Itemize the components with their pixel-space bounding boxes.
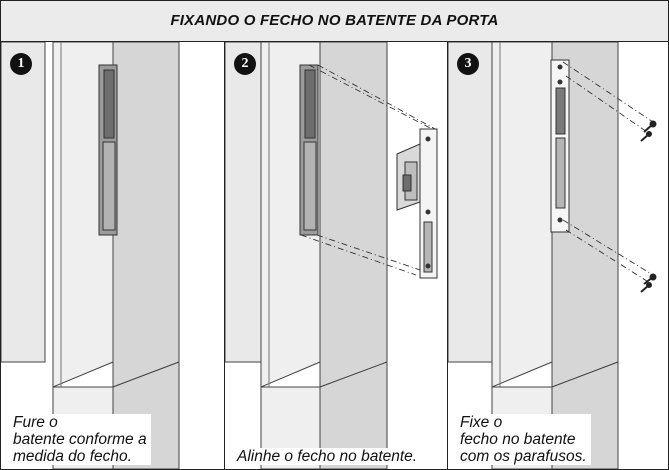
door-frame-fixed-illustration	[448, 42, 657, 469]
caption-line: Fure o	[13, 414, 58, 431]
screw-icons	[640, 120, 657, 293]
caption-line: Fixe o	[460, 414, 503, 431]
door-frame-drilled-illustration	[1, 42, 180, 469]
caption-line: Alinhe o fecho no batente.	[237, 448, 418, 465]
step-1-badge: 1	[10, 53, 32, 75]
step-2-panel: 2 Alinhe o fecho no batente.	[224, 42, 447, 469]
step-2-badge: 2	[234, 53, 256, 75]
caption-line: com os parafusos.	[460, 448, 587, 465]
step-1-caption: Fure o batente conforme a medida do fech…	[13, 414, 151, 465]
caption-line: batente conforme a	[13, 431, 147, 448]
caption-line: fecho no batente	[460, 431, 576, 448]
step-2-caption: Alinhe o fecho no batente.	[237, 448, 422, 465]
door-frame-align-illustration	[225, 42, 438, 469]
step-1-panel: 1 Fure o batente conforme a medida do fe…	[1, 42, 223, 469]
step-3-panel: 3 Fixe o fecho no batente com os parafus…	[447, 42, 669, 469]
step-3-badge: 3	[457, 53, 479, 75]
caption-line: medida do fecho.	[13, 448, 132, 465]
diagram-title: FIXANDO O FECHO NO BATENTE DA PORTA	[170, 12, 499, 29]
step-3-caption: Fixe o fecho no batente com os parafusos…	[460, 414, 591, 465]
header-bar: FIXANDO O FECHO NO BATENTE DA PORTA	[1, 1, 668, 42]
